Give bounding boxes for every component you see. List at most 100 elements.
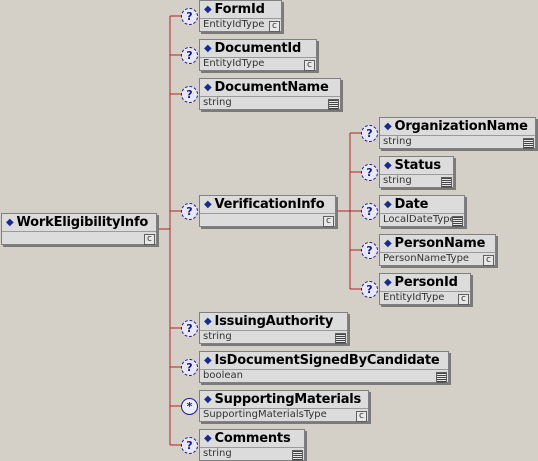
diamond-icon: ◆	[6, 217, 14, 228]
repeat-occurrence-icon: *	[181, 398, 198, 415]
optional-occurrence-icon: ?	[181, 8, 198, 25]
element-type: LocalDateType	[383, 214, 456, 225]
diamond-icon: ◆	[204, 394, 212, 405]
element-documentname[interactable]: ◆DocumentName string	[199, 78, 341, 110]
simple-type-icon	[452, 216, 463, 227]
element-name-text: PersonName	[394, 236, 486, 251]
diamond-icon: ◆	[204, 316, 212, 327]
element-name: ◆IssuingAuthority	[204, 314, 333, 329]
complex-type-icon: c	[269, 21, 280, 32]
divider	[380, 252, 495, 253]
optional-occurrence-icon: ?	[181, 47, 198, 64]
element-type: string	[203, 448, 232, 459]
optional-occurrence-icon: ?	[361, 242, 378, 259]
diamond-icon: ◆	[384, 199, 392, 210]
optional-occurrence-icon: ?	[361, 203, 378, 220]
optional-occurrence-icon: ?	[181, 359, 198, 376]
divider	[200, 213, 335, 214]
element-status[interactable]: ◆Status string	[379, 156, 454, 188]
optional-occurrence-icon: ?	[361, 164, 378, 181]
element-type: string	[383, 175, 412, 186]
divider	[200, 96, 340, 97]
element-type: EntityIdType	[383, 292, 445, 303]
element-name: ◆IsDocumentSignedByCandidate	[204, 353, 440, 368]
divider	[200, 57, 316, 58]
element-organizationname[interactable]: ◆OrganizationName string	[379, 117, 536, 149]
optional-occurrence-icon: ?	[181, 203, 198, 220]
divider	[200, 18, 281, 19]
complex-type-icon: c	[458, 294, 469, 305]
element-type: SupportingMaterialsType	[203, 409, 327, 420]
complex-type-icon: c	[144, 234, 155, 245]
element-type: string	[203, 97, 232, 108]
element-name-text: IssuingAuthority	[214, 314, 334, 329]
complex-type-icon: c	[356, 411, 367, 422]
element-type: EntityIdType	[203, 58, 265, 69]
diamond-icon: ◆	[384, 160, 392, 171]
diamond-icon: ◆	[204, 82, 212, 93]
element-name-text: DocumentName	[214, 80, 329, 95]
divider	[380, 174, 453, 175]
diamond-icon: ◆	[204, 199, 212, 210]
divider	[200, 330, 347, 331]
element-name-text: OrganizationName	[394, 119, 528, 134]
element-name-text: IsDocumentSignedByCandidate	[214, 353, 440, 368]
element-name-text: Date	[394, 197, 429, 212]
optional-occurrence-icon: ?	[181, 437, 198, 454]
simple-type-icon	[436, 372, 447, 383]
element-name: ◆DocumentId	[204, 41, 301, 56]
element-name-text: PersonId	[394, 275, 458, 290]
element-type: boolean	[203, 370, 243, 381]
element-name-text: Status	[394, 158, 442, 173]
optional-occurrence-icon: ?	[361, 281, 378, 298]
diamond-icon: ◆	[204, 433, 212, 444]
element-name: ◆DocumentName	[204, 80, 329, 95]
element-workeligibilityinfo[interactable]: ◆WorkEligibilityInfo c	[1, 213, 157, 245]
complex-type-icon: c	[323, 216, 334, 227]
element-name: ◆SupportingMaterials	[204, 392, 361, 407]
element-name: ◆Comments	[204, 431, 291, 446]
divider	[2, 231, 156, 232]
element-name-text: WorkEligibilityInfo	[16, 215, 149, 230]
divider	[200, 408, 368, 409]
element-name: ◆OrganizationName	[384, 119, 528, 134]
optional-occurrence-icon: ?	[181, 86, 198, 103]
element-isdocumentsignedbycandidate[interactable]: ◆IsDocumentSignedByCandidate boolean	[199, 351, 449, 383]
element-verificationinfo[interactable]: ◆VerificationInfo c	[199, 195, 336, 227]
simple-type-icon	[328, 99, 339, 110]
element-name-text: SupportingMaterials	[214, 392, 362, 407]
element-name: ◆PersonId	[384, 275, 458, 290]
diamond-icon: ◆	[384, 277, 392, 288]
element-name: ◆PersonName	[384, 236, 485, 251]
element-type: EntityIdType	[203, 19, 265, 30]
complex-type-icon: c	[483, 255, 494, 266]
element-name-text: DocumentId	[214, 41, 302, 56]
optional-occurrence-icon: ?	[181, 320, 198, 337]
element-name: ◆WorkEligibilityInfo	[6, 215, 148, 230]
element-name-text: Comments	[214, 431, 291, 446]
complex-type-icon: c	[304, 60, 315, 71]
divider	[200, 369, 448, 370]
element-name: ◆VerificationInfo	[204, 197, 325, 212]
element-type: string	[203, 331, 232, 342]
element-issuingauthority[interactable]: ◆IssuingAuthority string	[199, 312, 348, 344]
divider	[380, 135, 535, 136]
simple-type-icon	[523, 138, 534, 149]
element-name: ◆Status	[384, 158, 441, 173]
element-name: ◆Date	[384, 197, 428, 212]
element-name-text: VerificationInfo	[214, 197, 325, 212]
diamond-icon: ◆	[204, 43, 212, 54]
divider	[200, 447, 304, 448]
element-comments[interactable]: ◆Comments string	[199, 429, 305, 461]
diamond-icon: ◆	[204, 355, 212, 366]
divider	[380, 213, 464, 214]
element-type: string	[383, 136, 412, 147]
